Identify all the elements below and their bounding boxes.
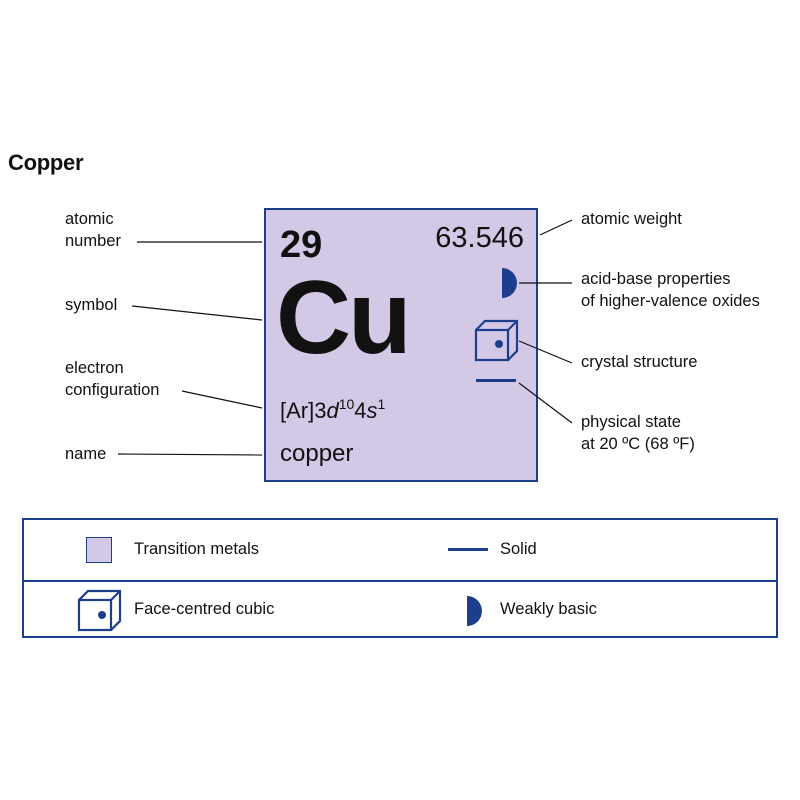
label-atomic-number: atomic number bbox=[65, 208, 121, 252]
leader-electron-configuration bbox=[181, 390, 263, 409]
legend-face-centred-cubic-icon bbox=[77, 589, 122, 632]
transition-metal-swatch-icon bbox=[86, 537, 112, 563]
legend-half-circle-icon bbox=[467, 596, 482, 626]
label-name: name bbox=[65, 445, 107, 463]
config-orbital-s: s bbox=[366, 398, 378, 423]
config-s-count: 1 bbox=[377, 396, 386, 412]
label-physical-state-line2: at 20 ºC (68 ºF) bbox=[581, 435, 695, 453]
legend-divider bbox=[24, 580, 776, 582]
atomic-number: 29 bbox=[280, 224, 323, 266]
legend-solid: Solid bbox=[500, 540, 537, 558]
label-atomic-number-line2: number bbox=[65, 232, 121, 250]
leader-name bbox=[117, 453, 263, 456]
label-electron-config-line2: configuration bbox=[65, 381, 160, 399]
label-physical-state-line1: physical state bbox=[581, 413, 681, 431]
legend-weakly-basic: Weakly basic bbox=[500, 600, 597, 618]
leader-atomic-weight bbox=[539, 219, 573, 236]
label-acid-base-line2: of higher-valence oxides bbox=[581, 292, 760, 310]
legend-transition-metals: Transition metals bbox=[134, 540, 260, 558]
legend-face-centred-cubic: Face-centred cubic bbox=[134, 600, 275, 618]
element-name: copper bbox=[280, 440, 354, 467]
page-title: Copper bbox=[8, 150, 84, 175]
legend-solid-bar-icon bbox=[448, 548, 488, 551]
atomic-weight: 63.546 bbox=[435, 222, 524, 254]
config-orbital-d: d bbox=[326, 398, 339, 423]
label-symbol: symbol bbox=[65, 296, 118, 314]
label-atomic-weight: atomic weight bbox=[581, 210, 682, 228]
element-symbol: Cu bbox=[276, 260, 412, 376]
label-acid-base: acid-base properties of higher-valence o… bbox=[581, 268, 760, 312]
leader-symbol bbox=[131, 305, 263, 321]
config-mid: 4 bbox=[354, 398, 367, 423]
electron-configuration: [Ar]3d104s1 bbox=[280, 396, 385, 424]
label-crystal-structure: crystal structure bbox=[581, 353, 698, 371]
label-electron-configuration: electron configuration bbox=[65, 357, 159, 401]
label-acid-base-line1: acid-base properties bbox=[581, 270, 731, 288]
label-electron-config-line1: electron bbox=[65, 359, 124, 377]
label-atomic-number-line1: atomic bbox=[65, 210, 114, 228]
config-prefix: [Ar]3 bbox=[280, 398, 327, 423]
legend: Transition metals Solid Face-centred cub… bbox=[22, 518, 778, 638]
legend-icons bbox=[77, 548, 488, 632]
label-physical-state: physical state at 20 ºC (68 ºF) bbox=[581, 411, 695, 455]
element-card: 29 63.546 Cu [Ar]3d104s1 copper bbox=[264, 208, 538, 482]
config-d-count: 10 bbox=[338, 396, 355, 412]
